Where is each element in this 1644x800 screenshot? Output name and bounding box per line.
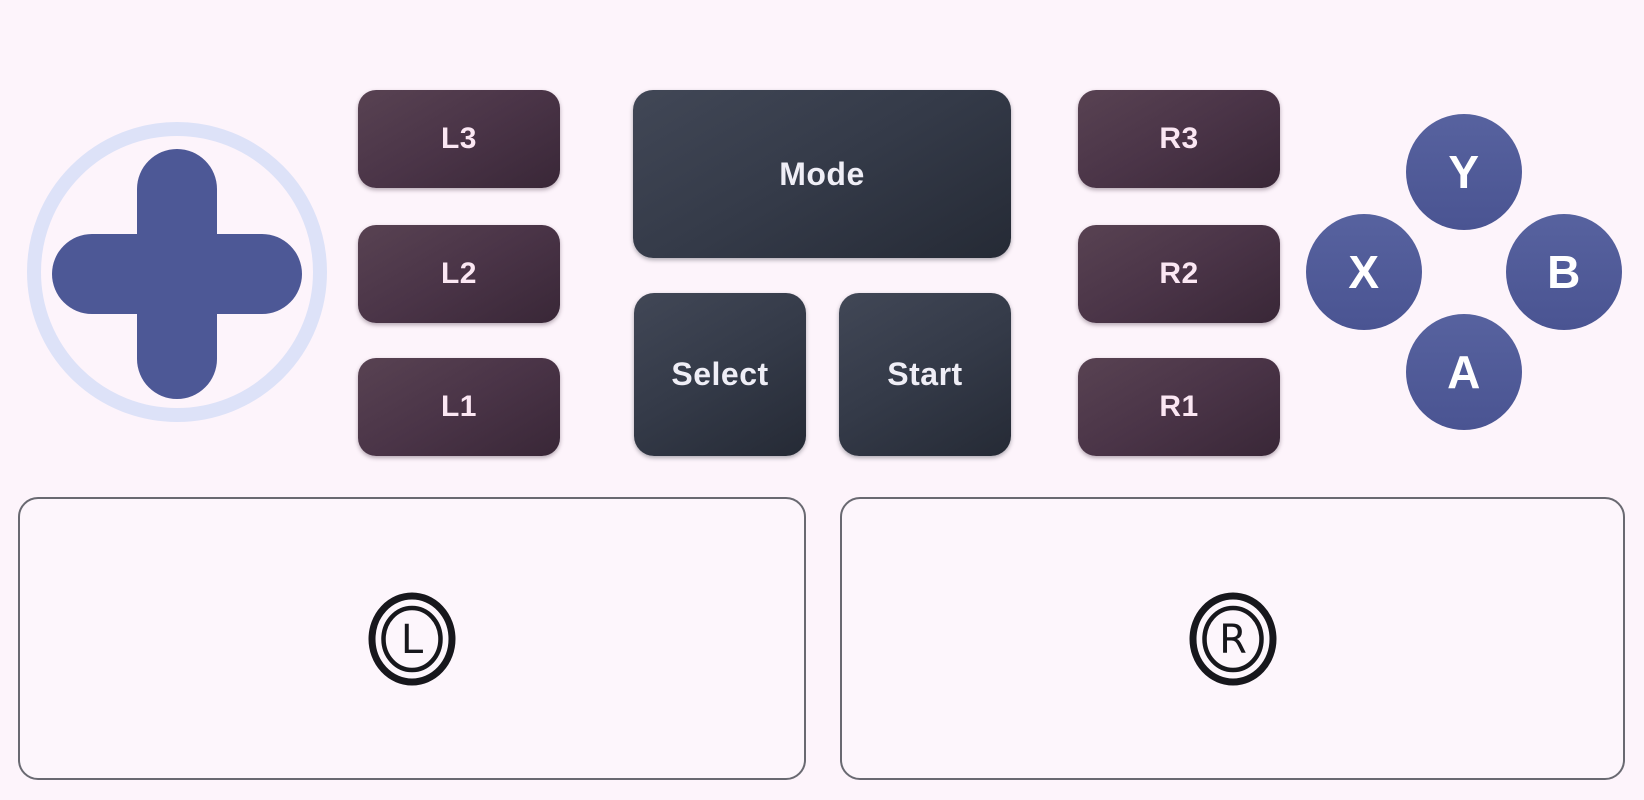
svg-text:R: R <box>1219 617 1247 663</box>
l1-button[interactable]: L1 <box>358 358 560 456</box>
r3-button[interactable]: R3 <box>1078 90 1280 188</box>
left-stick-icon[interactable]: L <box>366 591 458 687</box>
select-button[interactable]: Select <box>634 293 806 456</box>
mode-button[interactable]: Mode <box>633 90 1011 258</box>
l3-button[interactable]: L3 <box>358 90 560 188</box>
dpad-cross-icon[interactable] <box>52 234 302 314</box>
x-button[interactable]: X <box>1306 214 1422 330</box>
right-stick-axis-panel: R <box>840 497 1625 780</box>
b-button[interactable]: B <box>1506 214 1622 330</box>
left-stick-axis-panel: L <box>18 497 806 780</box>
r2-button[interactable]: R2 <box>1078 225 1280 323</box>
right-stick-icon[interactable]: R <box>1187 591 1279 687</box>
r1-button[interactable]: R1 <box>1078 358 1280 456</box>
y-button[interactable]: Y <box>1406 114 1522 230</box>
l2-button[interactable]: L2 <box>358 225 560 323</box>
start-button[interactable]: Start <box>839 293 1011 456</box>
svg-text:L: L <box>401 617 424 663</box>
a-button[interactable]: A <box>1406 314 1522 430</box>
